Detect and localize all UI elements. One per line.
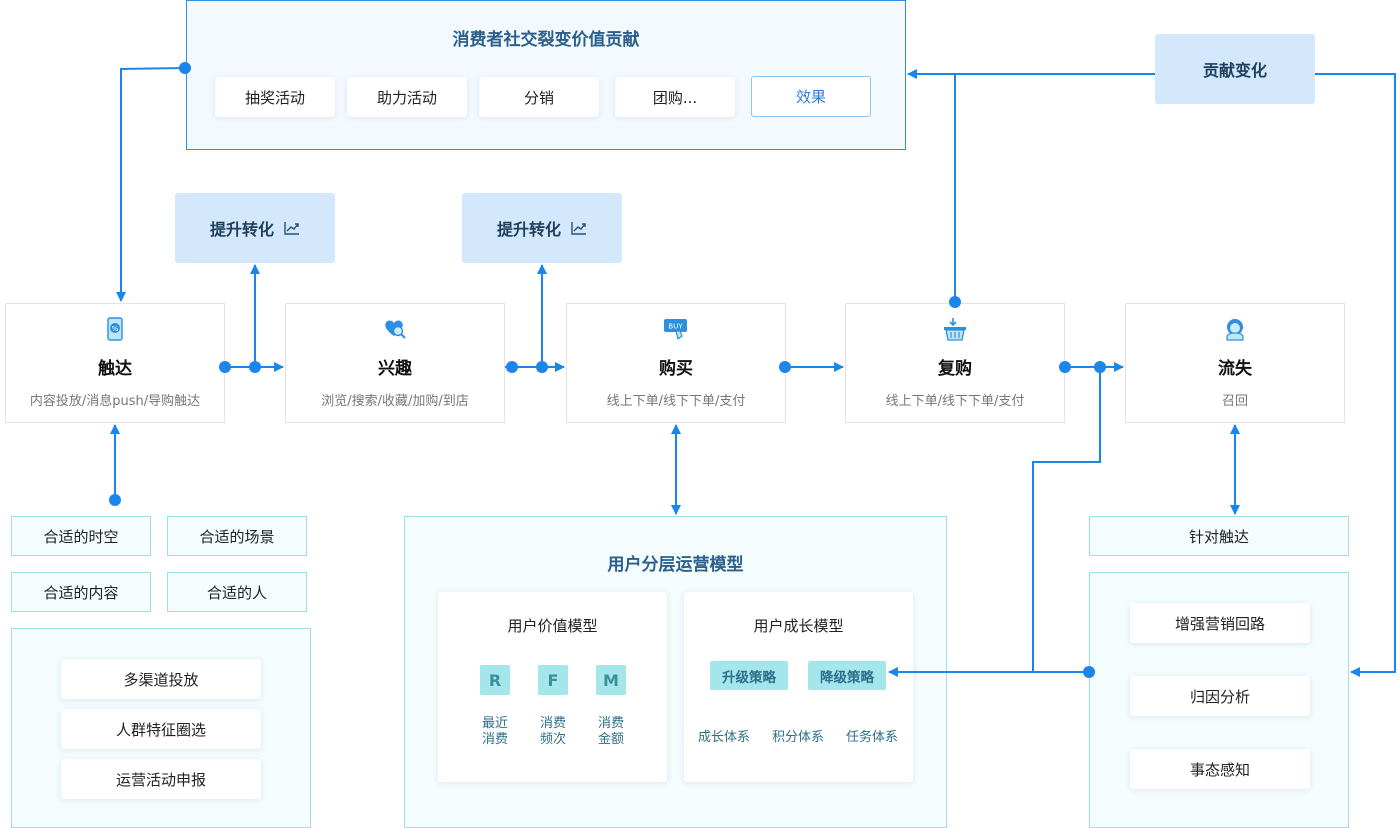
headset-user-icon: [1126, 316, 1344, 346]
points-system-label: 积分体系: [771, 730, 824, 745]
channel-panel: 多渠道投放 人群特征圈选 运营活动申报: [11, 628, 311, 828]
downgrade-strategy-tag: 降级策略: [808, 661, 886, 690]
stage-title: 兴趣: [378, 359, 412, 379]
social-item-lottery[interactable]: 抽奖活动: [215, 77, 335, 117]
value-label-monetary: 消费 金额: [597, 716, 624, 747]
stage-purchase[interactable]: BUY 购买 线上下单/线下下单/支付: [566, 303, 786, 423]
suitable-content: 合适的内容: [11, 572, 151, 612]
stage-title: 购买: [659, 359, 693, 379]
letter-r: R: [480, 665, 510, 695]
boost-conversion-label: 提升转化: [496, 220, 561, 239]
task-system-label: 任务体系: [845, 730, 898, 745]
social-item-assist[interactable]: 助力活动: [347, 77, 467, 117]
suitable-scene: 合适的场景: [167, 516, 307, 556]
user-model-panel: 用户分层运营模型 用户价值模型 R F M 最近 消费 消费 频次 消费 金额 …: [404, 516, 947, 828]
social-item-distribution[interactable]: 分销: [479, 77, 599, 117]
right-panel: 增强营销回路 归因分析 事态感知: [1089, 572, 1349, 828]
boost-conversion-label: 提升转化: [209, 220, 274, 239]
crowd-selection-item[interactable]: 人群特征圈选: [61, 709, 261, 749]
value-label-recency: 最近 消费: [481, 716, 508, 747]
letter-f: F: [538, 665, 568, 695]
situation-awareness-item[interactable]: 事态感知: [1130, 749, 1310, 789]
phone-coupon-icon: %: [6, 316, 224, 346]
stage-subtitle: 召回: [1221, 394, 1248, 409]
trend-chart-icon: [571, 221, 587, 235]
activity-apply-item[interactable]: 运营活动申报: [61, 759, 261, 799]
stage-reach[interactable]: % 触达 内容投放/消息push/导购触达: [5, 303, 225, 423]
growth-system-label: 成长体系: [697, 730, 750, 745]
stage-subtitle: 内容投放/消息push/导购触达: [29, 394, 201, 409]
targeted-reach-box: 针对触达: [1089, 516, 1349, 556]
stage-title: 触达: [98, 359, 132, 379]
social-panel-title: 消费者社交裂变价值贡献: [452, 30, 640, 50]
user-value-model-title: 用户价值模型: [507, 617, 598, 635]
contribution-change-box: 贡献变化: [1155, 34, 1315, 104]
marketing-loop-item[interactable]: 增强营销回路: [1130, 603, 1310, 643]
boost-conversion-box-2: 提升转化: [462, 193, 622, 263]
suitable-time-space: 合适的时空: [11, 516, 151, 556]
suitable-people: 合适的人: [167, 572, 307, 612]
value-label-frequency: 消费 频次: [539, 716, 566, 747]
social-item-effect[interactable]: 效果: [751, 76, 871, 117]
trend-chart-icon: [284, 221, 300, 235]
letter-m: M: [596, 665, 626, 695]
upgrade-strategy-tag: 升级策略: [710, 661, 788, 690]
user-growth-model-title: 用户成长模型: [753, 617, 844, 635]
stage-title: 流失: [1218, 359, 1252, 379]
buy-tag-text: BUY: [668, 323, 683, 331]
stage-repurchase[interactable]: 复购 线上下单/线下下单/支付: [845, 303, 1065, 423]
social-panel: 消费者社交裂变价值贡献 抽奖活动 助力活动 分销 团购... 效果: [186, 0, 906, 150]
basket-icon: [846, 316, 1064, 346]
stage-subtitle: 线上下单/线下下单/支付: [885, 394, 1025, 409]
user-model-title: 用户分层运营模型: [607, 555, 744, 575]
stage-subtitle: 浏览/搜索/收藏/加购/到店: [321, 394, 469, 409]
social-item-groupbuy[interactable]: 团购...: [615, 77, 735, 117]
buy-tag-icon: BUY: [567, 316, 785, 346]
heart-search-icon: [286, 316, 504, 346]
stage-churn[interactable]: 流失 召回: [1125, 303, 1345, 423]
stage-subtitle: 线上下单/线下下单/支付: [606, 394, 746, 409]
stage-interest[interactable]: 兴趣 浏览/搜索/收藏/加购/到店: [285, 303, 505, 423]
user-growth-model: 用户成长模型 升级策略 降级策略 成长体系 积分体系 任务体系: [684, 592, 913, 782]
user-value-model: 用户价值模型 R F M 最近 消费 消费 频次 消费 金额: [438, 592, 667, 782]
stage-title: 复购: [938, 359, 972, 379]
multi-channel-item[interactable]: 多渠道投放: [61, 659, 261, 699]
attribution-analysis-item[interactable]: 归因分析: [1130, 676, 1310, 716]
svg-text:%: %: [112, 325, 119, 333]
boost-conversion-box-1: 提升转化: [175, 193, 335, 263]
